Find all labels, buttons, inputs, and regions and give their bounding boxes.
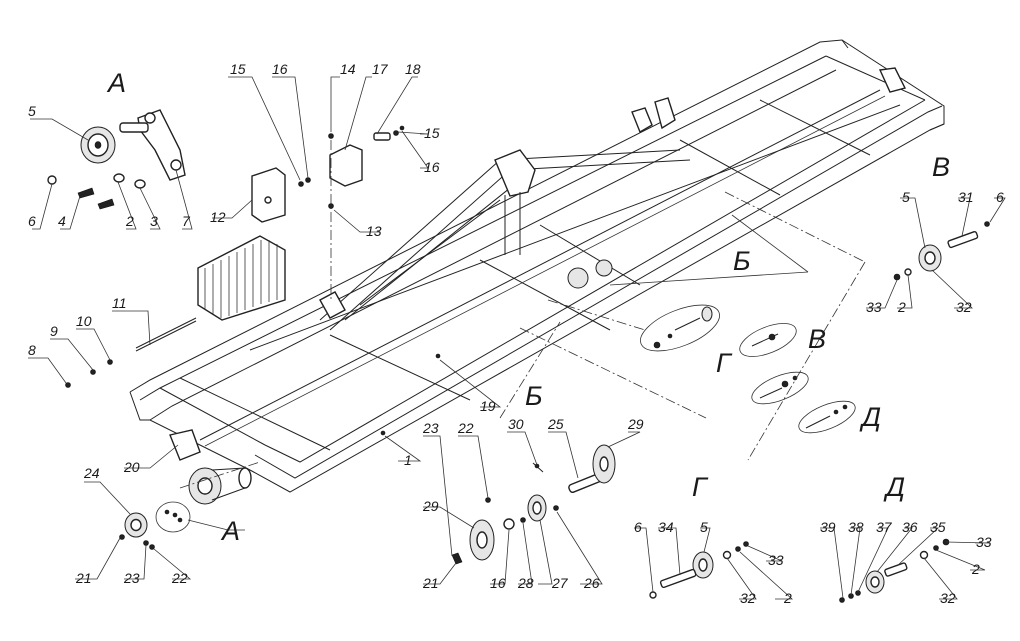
ribbed-block [65,235,286,388]
callout-23b: 23 [422,420,439,436]
callout-39: 39 [820,519,836,535]
callout-19: 19 [480,398,496,414]
callout-29b: 29 [422,498,439,514]
leader-lines [28,76,1006,600]
callout-37: 37 [876,519,893,535]
view-letter-a-top: А [106,68,126,98]
callout-16c: 16 [490,575,506,591]
callout-22: 22 [171,570,188,586]
callout-15b: 15 [424,125,440,141]
callout-23: 23 [123,570,140,586]
callout-18: 18 [405,61,421,77]
callout-15: 15 [230,61,246,77]
callout-11: 11 [112,295,127,311]
callout-32: 32 [956,299,972,315]
callout-12: 12 [210,209,226,225]
callout-24: 24 [83,465,100,481]
view-letter-v-right: В [932,152,950,182]
callout-31: 31 [958,189,974,205]
callout-16: 16 [272,61,288,77]
callout-6b: 6 [996,189,1004,205]
callout-2: 2 [125,213,134,229]
callout-8: 8 [28,342,36,358]
view-letters: А А Б Б В В Г Г Д Д [106,68,950,546]
callout-25: 25 [547,416,564,432]
callout-21: 21 [75,570,92,586]
callout-20: 20 [123,459,140,475]
callout-16b: 16 [424,159,440,175]
callout-17: 17 [372,61,389,77]
callout-2d: 2 [971,561,980,577]
callout-21b: 21 [422,575,439,591]
callout-9: 9 [50,323,58,339]
callout-6c: 6 [634,519,642,535]
view-d-detail-parts [839,538,950,603]
view-letter-a-bottom: А [220,516,240,546]
callout-2b: 2 [897,299,906,315]
callout-numbers: 5 6 4 2 3 7 15 16 14 17 18 15 16 13 12 1… [28,61,1004,606]
view-b-detail-parts [451,444,616,565]
callout-5b: 5 [902,189,910,205]
view-g-detail-parts [649,541,749,599]
reference-lines [179,191,866,489]
callout-38: 38 [848,519,864,535]
view-letter-g-detail: Г [716,348,733,378]
callout-10: 10 [76,313,92,329]
view-letter-d-detail: Д [859,402,881,432]
callout-7: 7 [182,213,191,229]
callout-36: 36 [902,519,918,535]
callout-26: 26 [583,575,600,591]
callout-5: 5 [28,103,36,119]
detail-bubbles [640,304,856,434]
callout-1: 1 [404,452,412,468]
callout-30: 30 [508,416,524,432]
main-frame [129,39,945,505]
callout-6: 6 [28,213,36,229]
callout-32c: 32 [940,590,956,606]
view-letter-b-mid: Б [525,381,543,411]
view-a-top-parts [47,109,186,210]
callout-22b: 22 [457,420,474,436]
callout-33: 33 [866,299,882,315]
view-letter-v-detail: В [808,324,826,354]
callout-4: 4 [58,213,66,229]
callout-3: 3 [150,213,158,229]
callout-13: 13 [366,223,382,239]
callout-33c: 33 [976,534,992,550]
callout-28: 28 [517,575,534,591]
callout-29: 29 [627,416,644,432]
hanger-parts [251,125,405,300]
callout-14: 14 [340,61,356,77]
view-v-right-parts [893,221,990,281]
callout-27: 27 [551,575,569,591]
callout-32b: 32 [740,590,756,606]
callout-2c: 2 [783,590,792,606]
view-a-bottom-parts [119,501,191,550]
callout-33b: 33 [768,552,784,568]
view-letter-d-mid: Д [883,472,905,502]
view-letter-g-mid: Г [692,472,709,502]
view-letter-b-detail: Б [733,246,751,276]
callout-35: 35 [930,519,946,535]
callout-34: 34 [658,519,674,535]
callout-5c: 5 [700,519,708,535]
